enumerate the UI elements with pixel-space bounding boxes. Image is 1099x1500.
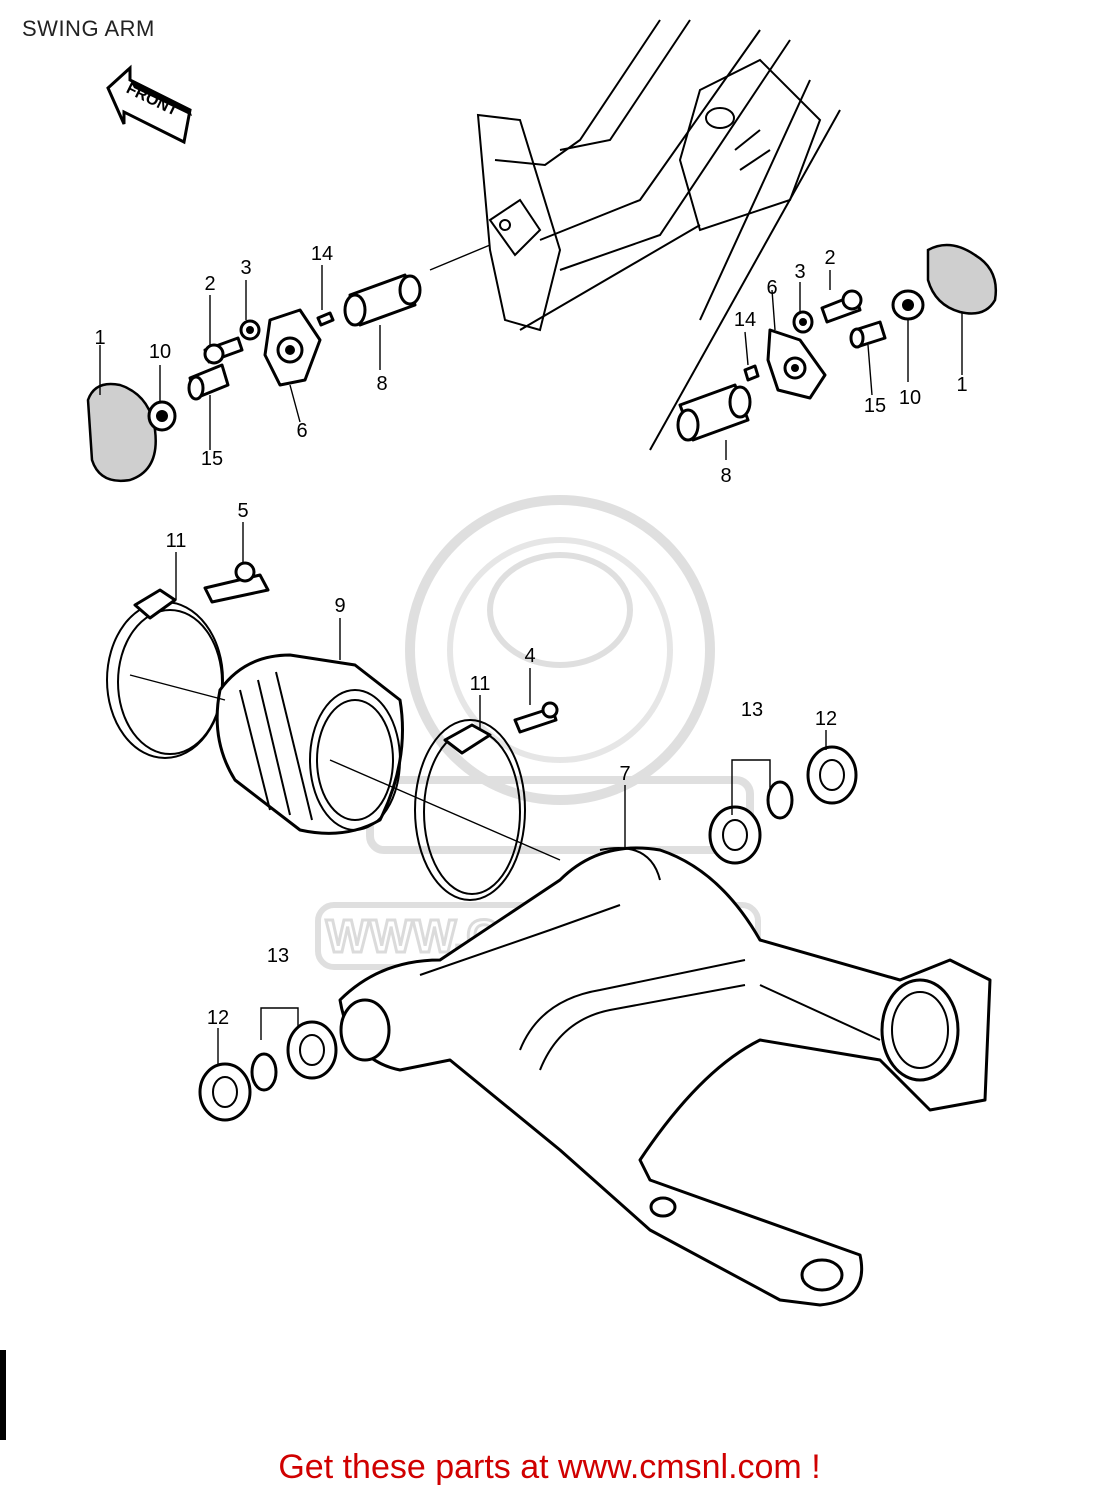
callout-15-left: 15 <box>201 448 223 470</box>
callout-11-left: 11 <box>166 530 187 552</box>
callout-9: 9 <box>334 595 345 617</box>
callout-1-left: 1 <box>94 327 105 349</box>
callout-leaders <box>99 265 963 1065</box>
footer-promo-text: Get these parts at www.cmsnl.com ! <box>278 1448 821 1486</box>
callout-13-lower: 13 <box>267 945 289 967</box>
callout-14-right: 14 <box>734 309 756 331</box>
callout-2-left: 2 <box>204 273 215 295</box>
callout-13-upper: 13 <box>741 699 763 721</box>
bearing-set-upper <box>708 745 858 865</box>
callout-12-lower: 12 <box>207 1007 229 1029</box>
callout-15-right: 15 <box>864 395 886 417</box>
pivot-assembly-right <box>676 243 998 442</box>
callout-6-right: 6 <box>766 277 777 299</box>
callout-8-right: 8 <box>720 465 731 487</box>
callout-10-right: 10 <box>899 387 921 409</box>
boot-and-clamps <box>106 561 561 901</box>
callout-6-left: 6 <box>296 420 307 442</box>
callout-2-right: 2 <box>824 247 835 269</box>
callout-4: 4 <box>524 645 535 667</box>
bearing-set-lower <box>198 1007 338 1122</box>
callout-labels: 1 10 2 3 14 15 6 8 2 3 6 14 15 10 1 8 5 … <box>94 243 967 1029</box>
callout-10-left: 10 <box>149 341 171 363</box>
page-title: SWING ARM <box>22 16 155 41</box>
margin-mark <box>0 1350 6 1440</box>
callout-7: 7 <box>619 763 630 785</box>
callout-1-right: 1 <box>956 374 967 396</box>
callout-11-right: 11 <box>470 673 491 695</box>
callout-3-right: 3 <box>794 261 805 283</box>
callout-8-left: 8 <box>376 373 387 395</box>
front-arrow-icon: FRONT <box>106 64 192 145</box>
callout-5: 5 <box>237 500 248 522</box>
callout-12-upper: 12 <box>815 708 837 730</box>
swing-arm-diagram: WWW.CMSNL.COM FRONT <box>0 19 998 1440</box>
swing-arm <box>338 846 992 1307</box>
callout-14-left: 14 <box>311 243 333 265</box>
callout-3-left: 3 <box>240 257 251 279</box>
frame <box>429 19 841 451</box>
pivot-assembly-left <box>86 273 422 483</box>
